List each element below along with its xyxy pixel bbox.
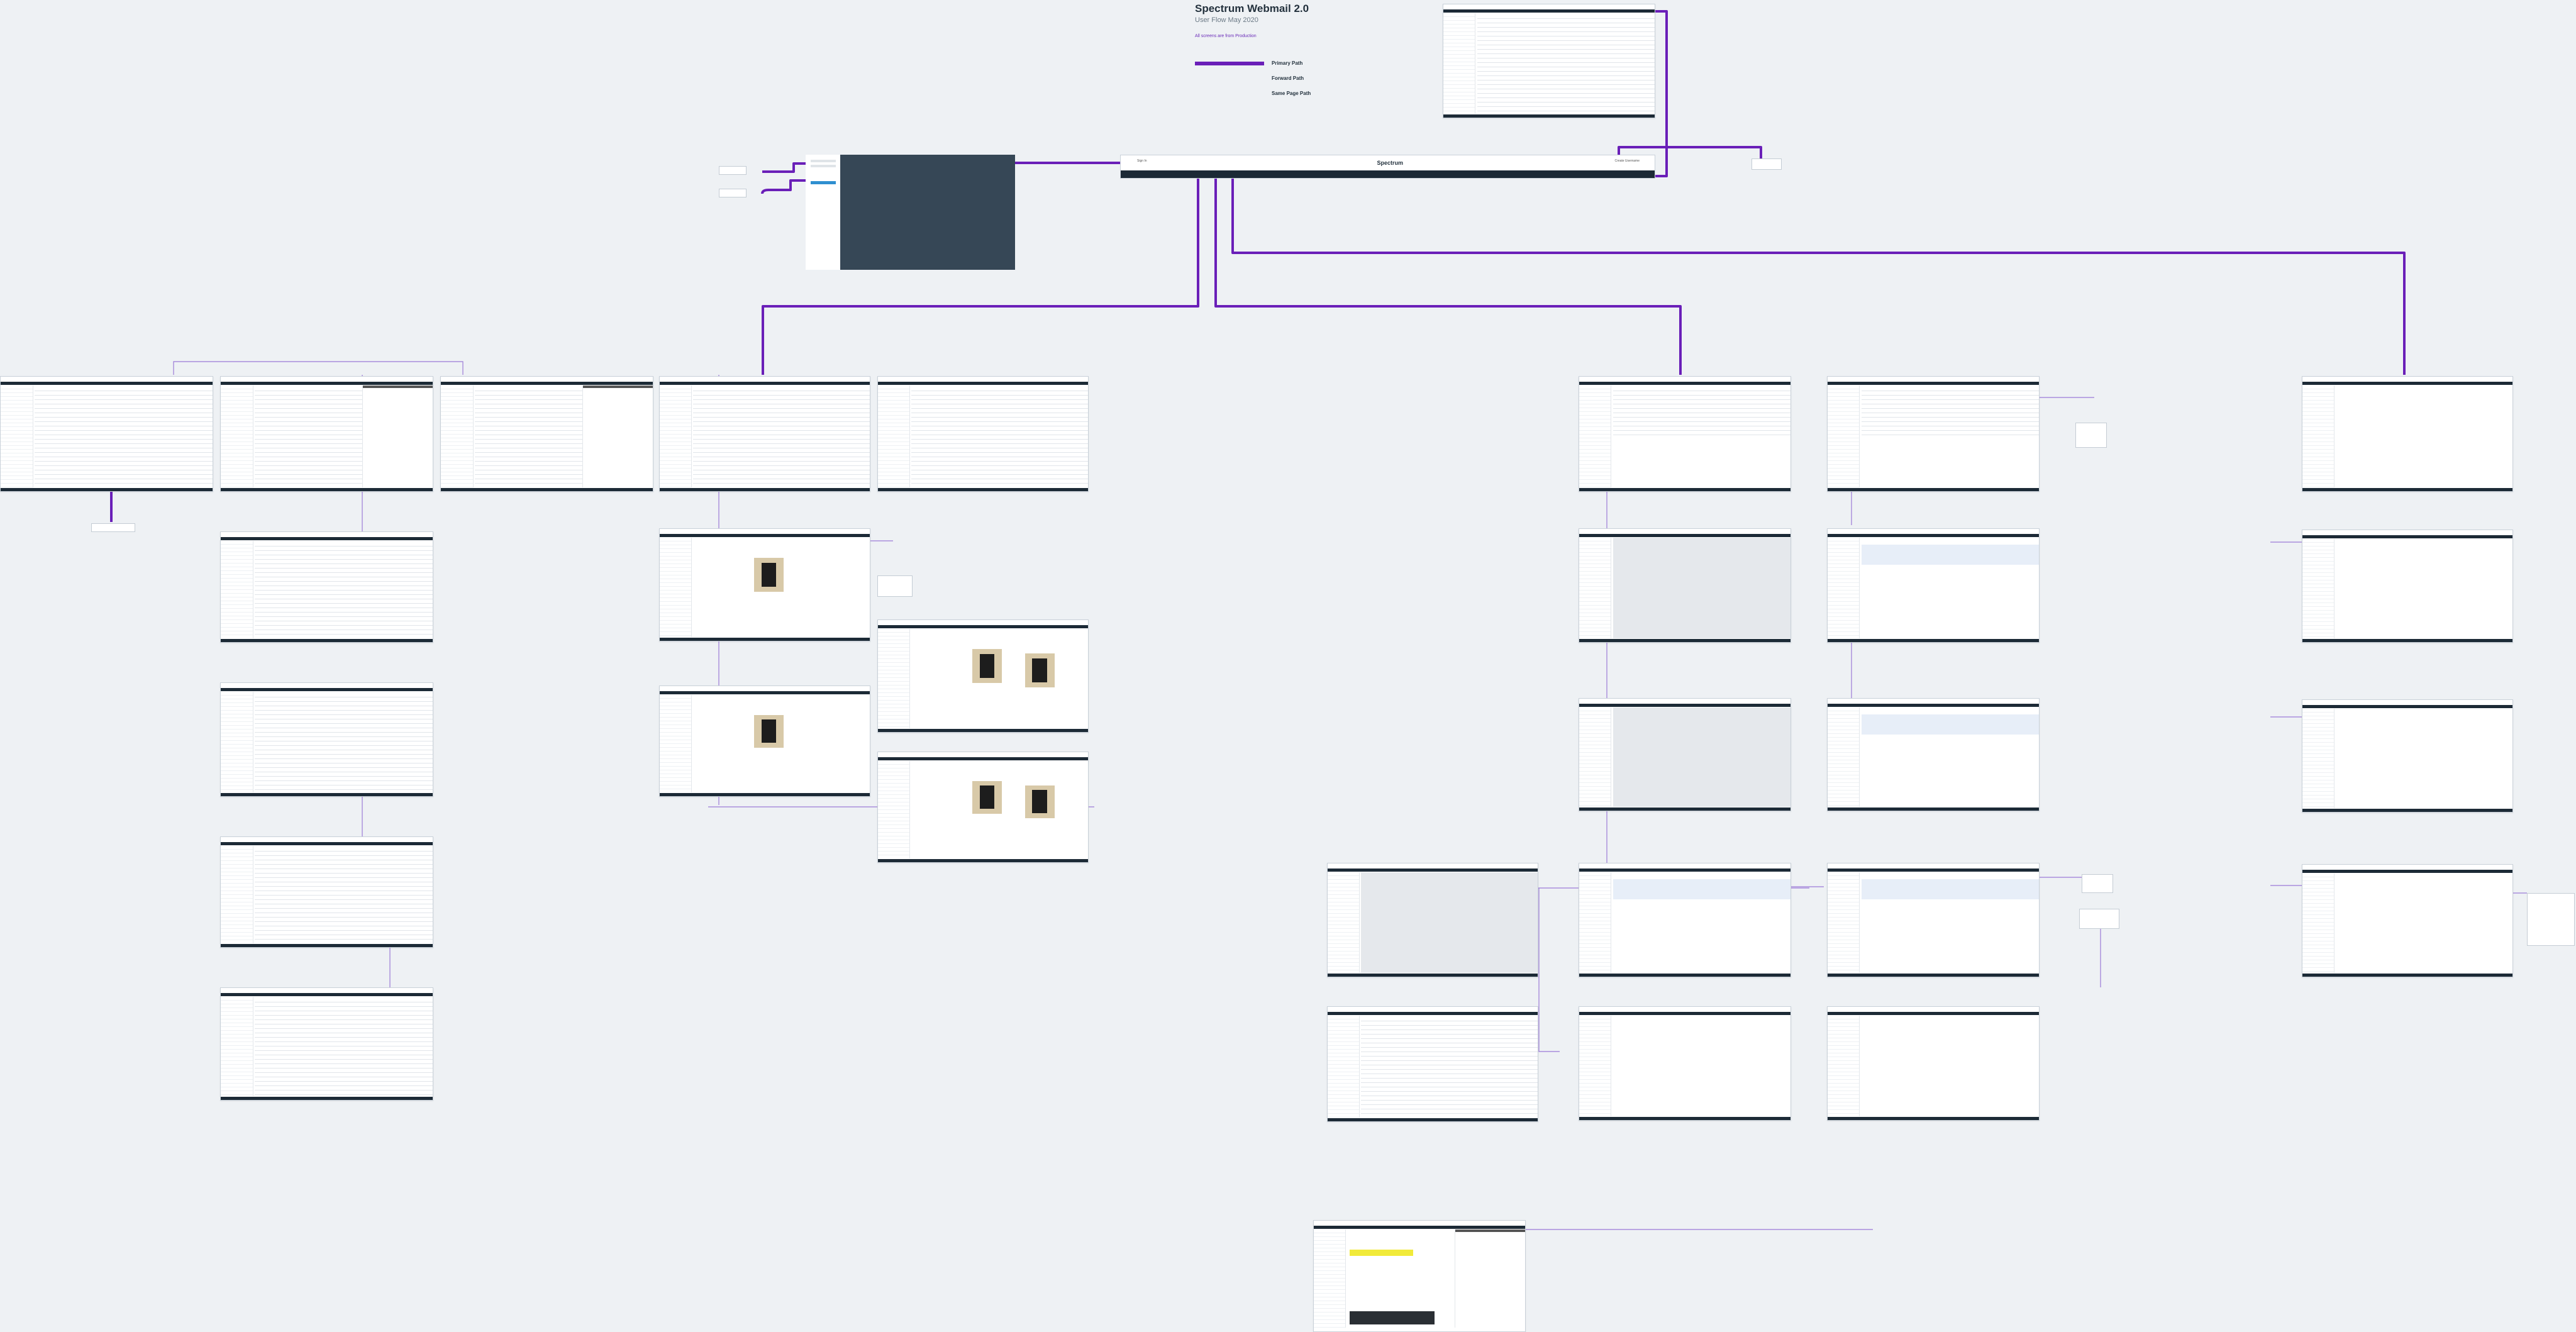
screen-contacts-4 — [1827, 863, 2040, 977]
screen-calendar-2 — [2302, 530, 2513, 643]
legend-swatch-same — [1195, 93, 1264, 94]
screen-inbox-top — [1443, 4, 1655, 118]
callout-dialog-3 — [2082, 874, 2113, 893]
legend-label: Same Page Path — [1272, 91, 1311, 96]
screen-settings-1 — [1579, 376, 1791, 492]
screen-inbox-5 — [220, 836, 433, 948]
legend-label: Forward Path — [1272, 75, 1304, 81]
header-nav-bar — [1121, 170, 1655, 178]
password-field — [811, 165, 836, 167]
username-field — [811, 160, 836, 162]
screen-inbox-7 — [440, 376, 653, 492]
screen-settings-2 — [1579, 528, 1791, 643]
legend-item-same: Same Page Path — [1195, 89, 1321, 104]
screen-inbox-8 — [659, 376, 870, 492]
screen-contacts-3 — [1827, 698, 2040, 811]
legend: Primary Path Forward Path Same Page Path — [1195, 59, 1321, 104]
callout-dialog-1 — [877, 575, 913, 597]
callout-dialog-4 — [2079, 909, 2119, 929]
screen-settings-3 — [1579, 698, 1791, 811]
screen-contacts-2 — [1827, 528, 2040, 643]
screen-inbox-6 — [220, 987, 433, 1101]
screen-calendar-3 — [2302, 699, 2513, 813]
screen-email-view — [1313, 1220, 1526, 1332]
screen-calendar-4 — [2302, 864, 2513, 977]
legend-item-primary: Primary Path — [1195, 59, 1321, 74]
doc-note: All screens are from Production — [1195, 34, 1257, 38]
screen-promo-3 — [877, 619, 1089, 733]
screen-promo-4 — [877, 752, 1089, 863]
legend-swatch-primary — [1195, 62, 1264, 65]
legend-label: Primary Path — [1272, 60, 1303, 66]
screen-inbox-3 — [220, 531, 433, 643]
spectrum-header-screen: Sign In Spectrum Create Username — [1120, 155, 1655, 179]
spectrum-logo: Spectrum — [1377, 160, 1404, 166]
screen-inbox-4 — [220, 682, 433, 797]
callout-note-1 — [91, 523, 135, 532]
legend-item-forward: Forward Path — [1195, 74, 1321, 89]
screen-inbox-1 — [0, 376, 213, 492]
screen-settings-6 — [1327, 863, 1538, 977]
legend-swatch-forward — [1195, 78, 1264, 79]
screen-calendar-1 — [2302, 376, 2513, 492]
screen-inbox-10 — [1327, 1006, 1538, 1122]
callout-dialog-5 — [2527, 893, 2575, 946]
screen-settings-5 — [1579, 1006, 1791, 1121]
screen-settings-4 — [1579, 863, 1791, 977]
login-screen-backdrop — [840, 155, 1015, 270]
doc-title: Spectrum Webmail 2.0 — [1195, 3, 1309, 14]
screen-promo-2 — [659, 685, 870, 797]
doc-subtitle: User Flow May 2020 — [1195, 16, 1258, 24]
header-link-right: Create Username — [1614, 159, 1640, 163]
login-screen-panel — [806, 155, 840, 270]
callout-settings — [1752, 158, 1782, 170]
screen-promo-1 — [659, 528, 870, 641]
screen-inbox-2 — [220, 376, 433, 492]
screen-contacts-5 — [1827, 1006, 2040, 1121]
header-link-left: Sign In — [1137, 159, 1147, 163]
doc-title-block: Spectrum Webmail 2.0 User Flow May 2020 … — [1195, 3, 1309, 38]
screen-inbox-9 — [877, 376, 1089, 492]
callout-forgot-username — [719, 166, 747, 175]
screen-contacts-1 — [1827, 376, 2040, 492]
callout-forgot-password — [719, 189, 747, 197]
sign-in-button — [811, 181, 836, 184]
callout-dialog-2 — [2075, 423, 2107, 448]
